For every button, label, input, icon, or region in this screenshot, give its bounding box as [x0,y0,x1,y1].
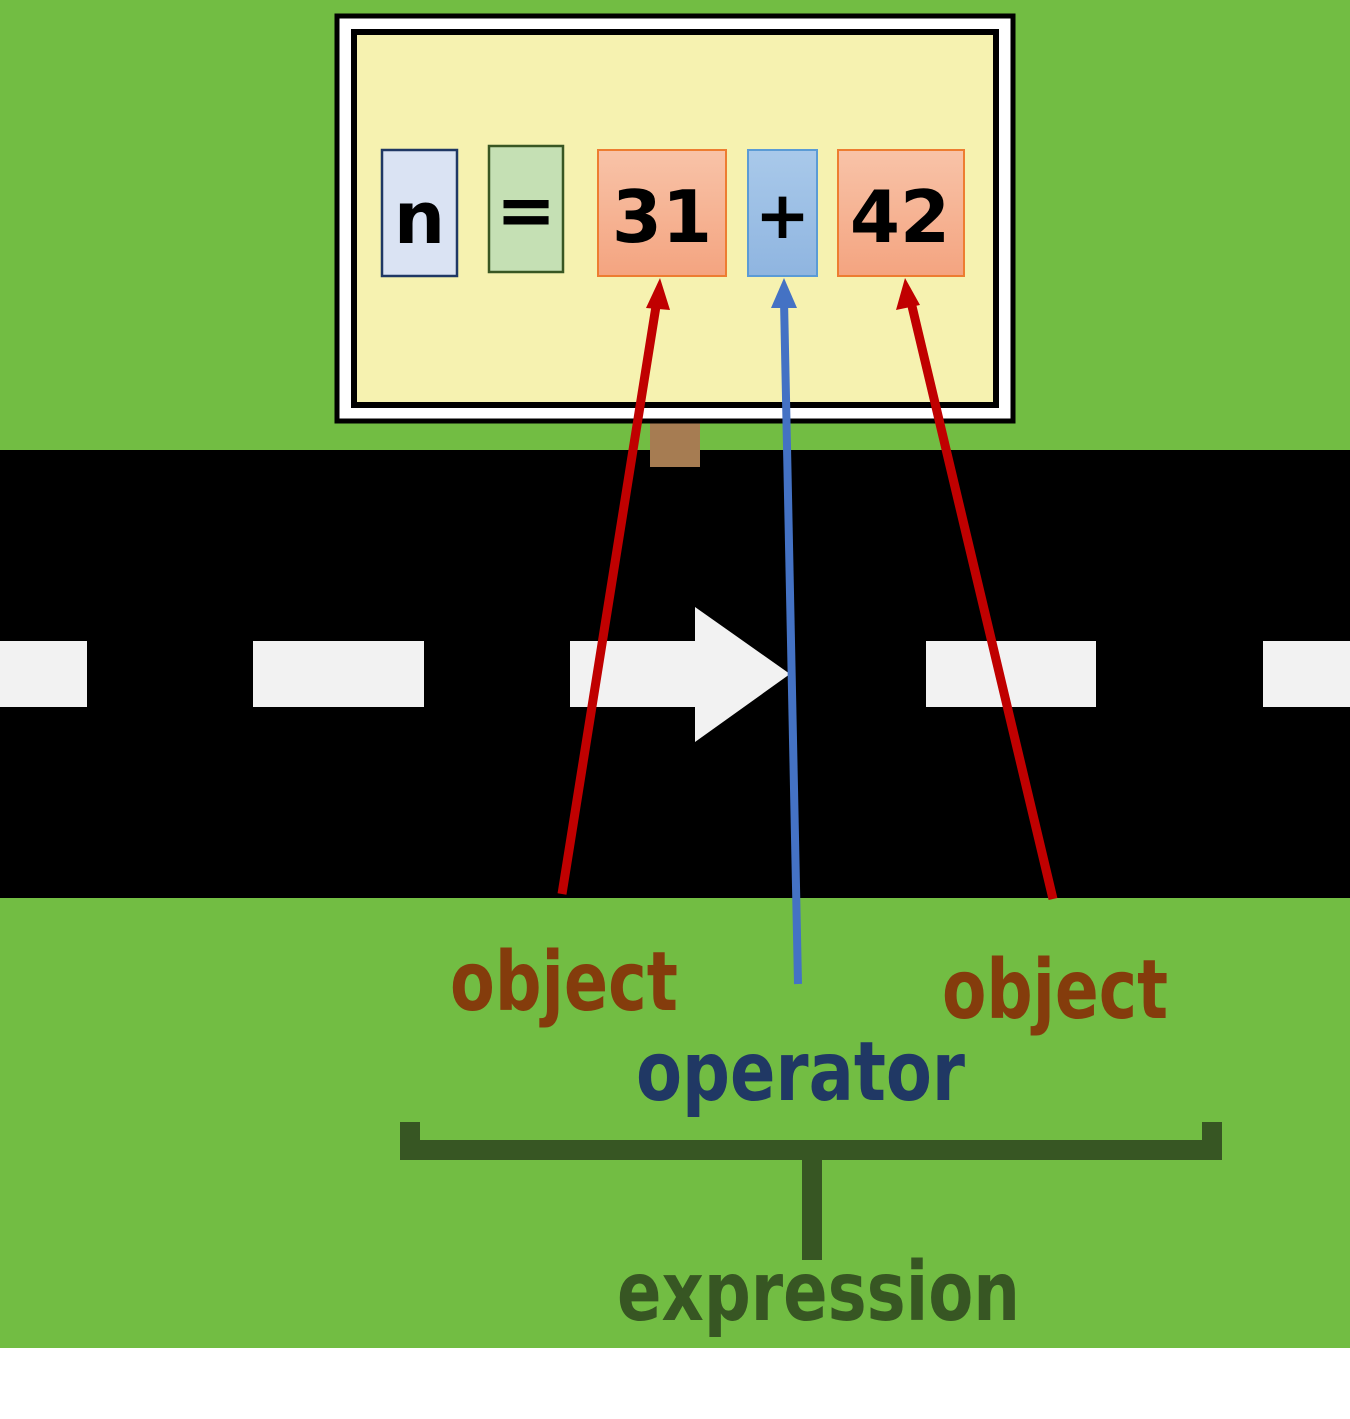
expression-label: expression [617,1245,1020,1340]
right-operand-text: 42 [850,175,950,259]
token-variable: n [380,148,459,278]
object-left-label: object [450,935,678,1030]
direction-arrow-icon [570,607,790,742]
road [0,450,1350,898]
object-right-arrow [906,300,1058,901]
token-assign: = [487,144,565,274]
arrowhead-icon [646,278,670,310]
operator-arrow [780,299,802,985]
object-left-arrow [557,299,662,895]
sign-post [650,423,700,467]
token-right-operand: 42 [837,149,965,277]
left-operand-text: 31 [612,175,712,259]
lane-dash [0,641,87,707]
arrowhead-icon [771,278,797,308]
operator-label: operator [636,1025,965,1120]
operator-text: + [755,177,810,254]
pointer-arrows [557,278,1058,985]
lane-dash [1263,641,1350,707]
token-left-operand: 31 [597,149,727,277]
sign: n = 31 + 42 [334,13,1016,424]
variable-text: n [394,176,445,260]
lane-dash [253,641,424,707]
object-right-label: object [942,943,1168,1038]
lane-dash [926,641,1096,707]
arrowhead-icon [896,278,920,310]
assign-text: = [496,168,556,252]
expression-bracket [400,1122,1222,1260]
token-operator: + [747,149,818,277]
